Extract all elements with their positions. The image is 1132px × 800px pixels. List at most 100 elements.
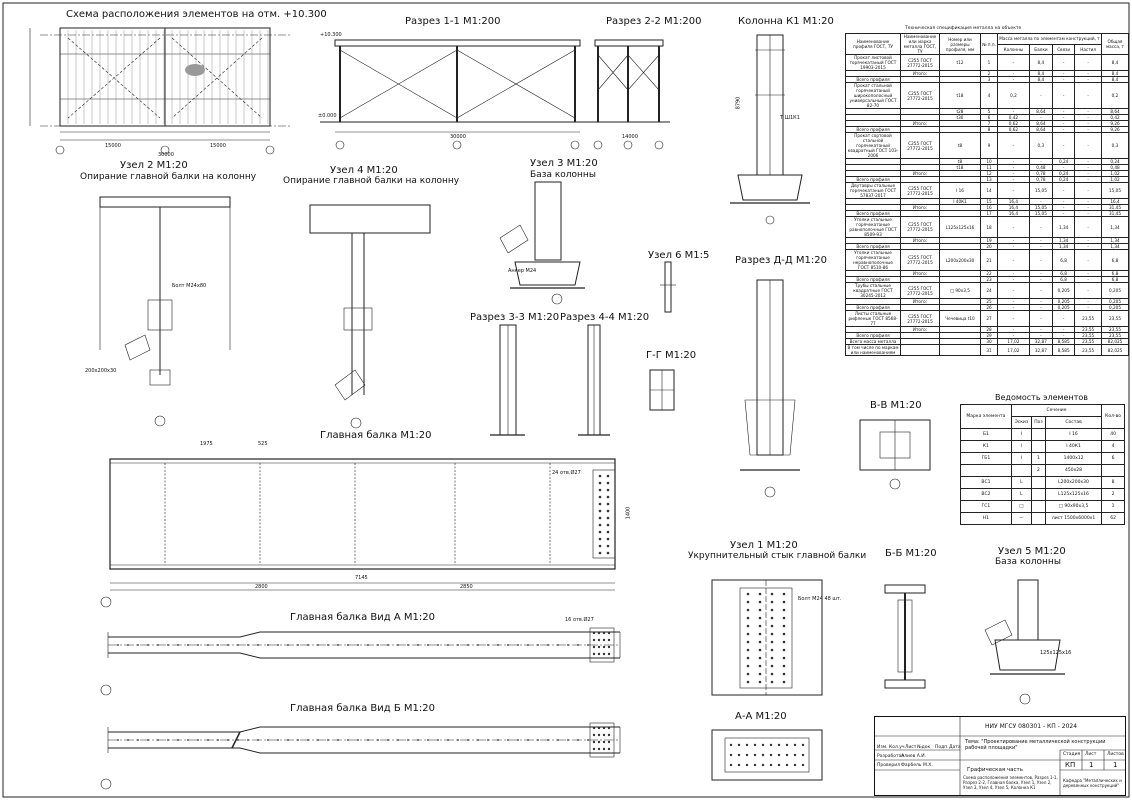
spec-cell: t18	[939, 82, 981, 109]
view-b-marker	[147, 739, 149, 741]
view-b-bolt	[597, 747, 601, 751]
view-a-marker	[497, 644, 499, 646]
node-1-bolt	[746, 680, 750, 684]
node-1	[711, 579, 823, 696]
ved-cell: ВС1	[960, 476, 1012, 489]
spec-row: Прокат сортовой стальной горячекатаный к…	[845, 132, 1129, 159]
view-b-marker	[237, 739, 239, 741]
elements-table: Марка элемента Сечение Кол-во Эскиз Поз …	[960, 404, 1125, 525]
spec-cell: -	[1074, 249, 1102, 271]
view-b-marker	[307, 739, 309, 741]
spec-row: Итого:25--0,205-0,205	[845, 298, 1129, 305]
spec-cell: 0,2	[997, 82, 1030, 109]
node-1-bolt	[758, 672, 762, 676]
spec-cell: 15,05	[1028, 182, 1053, 199]
specification-table: Наименование профиля ГОСТ, ТУ Наименован…	[845, 33, 1129, 356]
view-b-marker	[537, 739, 539, 741]
node-1-bolt	[782, 632, 786, 636]
view-a-bolt	[597, 645, 601, 649]
spec-cell: -	[1074, 282, 1102, 299]
spec-cell: 1	[980, 54, 998, 71]
spec-cell: 4	[980, 82, 998, 109]
view-b-marker	[397, 739, 399, 741]
view-a-marker	[217, 644, 219, 646]
view-a-marker	[457, 644, 459, 646]
node-1-bolt	[770, 592, 774, 596]
beam-view-b-title: Главная балка Вид Б М1:20	[290, 703, 435, 714]
ved-cell: I	[1010, 440, 1033, 453]
section-a-a-bolt	[761, 743, 765, 747]
node-1-bolt	[770, 656, 774, 660]
spec-cell: -	[1074, 182, 1102, 199]
node-4	[309, 204, 431, 429]
view-a-marker	[417, 644, 419, 646]
spec-cell: -	[1028, 216, 1053, 238]
node-1-bolt	[782, 680, 786, 684]
beam-bolt	[606, 530, 610, 534]
view-b-marker	[427, 739, 429, 741]
section-a-a-bolt	[793, 763, 797, 767]
spec-cell: 18	[980, 216, 998, 238]
beam-bolt	[598, 495, 602, 499]
view-a-bolt	[592, 652, 596, 656]
view-a-bolt	[602, 631, 606, 635]
section-a-a-bolt	[753, 753, 757, 757]
view-b-bolt	[607, 733, 611, 737]
ved-cell	[1031, 488, 1046, 501]
spec-caption: Техническая спецификация металла на объе…	[905, 26, 1022, 31]
spec-cell: -	[1051, 310, 1076, 327]
spec-cell: 14	[980, 182, 998, 199]
note-bolt-m24-48: Болт М24 48 шт.	[798, 596, 842, 602]
spec-cell: 0,3	[1028, 132, 1053, 159]
view-b-bolt	[602, 740, 606, 744]
ved-cell: Н1	[960, 512, 1012, 525]
section-a-a-bolt	[753, 743, 757, 747]
stamp-lines	[874, 716, 1126, 796]
view-b-marker	[567, 739, 569, 741]
node-1-bolt	[758, 608, 762, 612]
ved-cell: I 16	[1044, 428, 1103, 441]
spec-col-bracing: Связи	[1051, 43, 1076, 55]
ved-cell: I	[1010, 428, 1033, 441]
ved-header-row-1: Марка элемента Сечение Кол-во	[960, 404, 1125, 429]
view-b-marker	[217, 739, 219, 741]
node-1-subtitle: Укрупнительный стык главной балки	[688, 551, 867, 561]
spec-cell: 6,8	[1051, 249, 1076, 271]
view-b-marker	[367, 739, 369, 741]
view-a-marker	[347, 644, 349, 646]
section-d-d-title: Разрез Д-Д М1:20	[735, 255, 827, 266]
stamp-sheet-header: Лист	[1085, 752, 1097, 757]
node-1-bolt	[746, 624, 750, 628]
ved-cell	[1031, 428, 1046, 441]
node-1-bolt	[782, 616, 786, 620]
node-1-bolt	[758, 592, 762, 596]
spec-cell: Прокат стальной горячекатаный широкополо…	[845, 82, 901, 109]
ved-cell: 2	[1031, 464, 1046, 477]
ved-col-qty: Кол-во	[1101, 404, 1125, 429]
view-b-bolt	[602, 726, 606, 730]
view-b-marker	[487, 739, 489, 741]
view-b-marker	[277, 739, 279, 741]
section-a-a-bolt	[777, 743, 781, 747]
node-1-bolt	[758, 616, 762, 620]
spec-cell: 23,55	[1074, 310, 1102, 327]
spec-row: Уголки стальные горячекатаные равнополоч…	[845, 216, 1129, 238]
node-1-bolt	[770, 600, 774, 604]
spec-cell: L125х125х16	[939, 216, 981, 238]
spec-cell	[900, 344, 940, 356]
beam-view-a	[100, 627, 621, 696]
ved-cell: 40	[1101, 428, 1125, 441]
view-b-marker	[117, 739, 119, 741]
spec-cell: Чечевица t10	[939, 310, 981, 327]
section-a-a-bolt	[753, 763, 757, 767]
spec-cell: 31	[980, 344, 998, 356]
view-b-marker	[247, 739, 249, 741]
spec-cell: -	[997, 182, 1030, 199]
node-1-bolt	[782, 640, 786, 644]
spec-cell: С255 ГОСТ 27772-2015	[900, 216, 940, 238]
